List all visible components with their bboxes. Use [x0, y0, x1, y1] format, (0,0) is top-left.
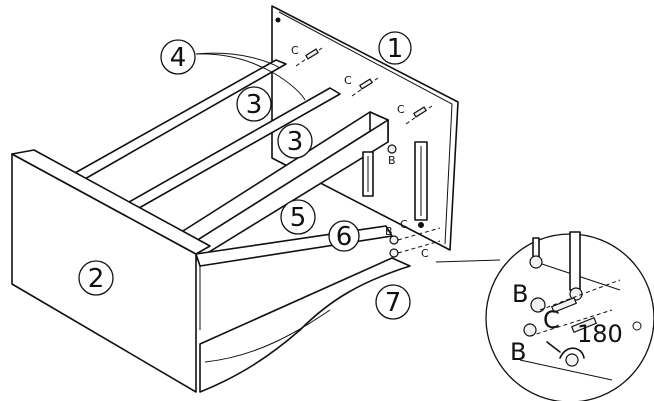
part-number-3b: 3: [287, 127, 304, 157]
hardware-label-c-4: C: [400, 218, 408, 231]
detail-label-b-top: B: [512, 280, 528, 308]
detail-circle: [485, 231, 654, 401]
drawer-slide-left: [362, 151, 374, 197]
drawer-slide-right: [414, 141, 428, 228]
callout-circle-5: [280, 199, 316, 235]
callout-circle-3a: [236, 86, 272, 122]
callout-circle-7: [375, 284, 411, 320]
callout-circle-4: [160, 39, 196, 75]
part-number-2: 2: [88, 264, 105, 294]
leader-lines-4: [195, 52, 306, 101]
cams-panel-6: [389, 227, 441, 258]
part-number-1: 1: [387, 34, 404, 64]
detail-pointer: [435, 259, 501, 263]
hardware-label-c-3: C: [397, 103, 405, 116]
detail-label-b-bottom: B: [510, 338, 526, 366]
callout-circle-1: [378, 31, 412, 65]
hardware-label-c-1: C: [291, 44, 299, 57]
cam-b-top: [387, 144, 397, 154]
callout-circle-3b: [277, 123, 313, 159]
dowel-holes-panel-1: [295, 47, 433, 125]
hardware-label-c-5: C: [421, 247, 429, 260]
detail-label-c: C: [543, 306, 560, 334]
part-number-3a: 3: [246, 90, 263, 120]
panel-7: [199, 257, 411, 393]
part-number-5: 5: [290, 203, 307, 233]
hardware-label-c-2: C: [344, 74, 352, 87]
callout-circle-6: [328, 220, 360, 252]
part-number-6: 6: [336, 222, 353, 252]
rail-3-back: [65, 59, 287, 191]
hardware-label-b-1: B: [388, 154, 396, 167]
part-number-4: 4: [170, 43, 187, 73]
hardware-label-b-2: B: [385, 225, 393, 238]
detail-rotation-degrees: 180: [577, 320, 623, 348]
callout-circle-2: [78, 260, 114, 296]
part-number-7: 7: [385, 288, 402, 318]
